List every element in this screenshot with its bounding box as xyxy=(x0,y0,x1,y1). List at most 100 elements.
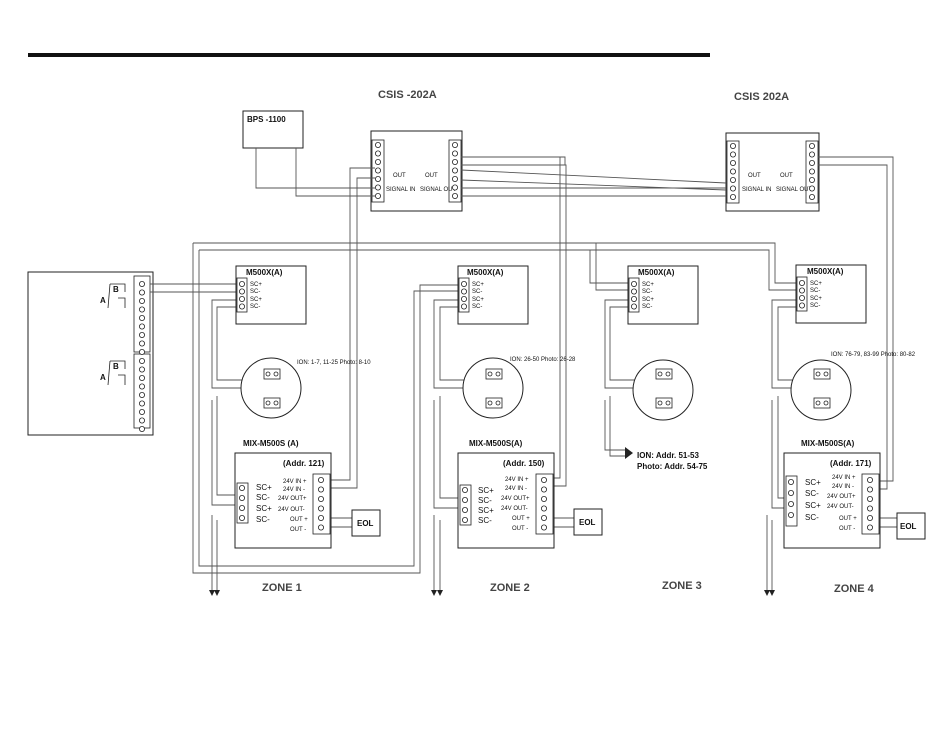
mix-zone2-sc1: SC+ xyxy=(478,486,494,495)
monitor3-terminal xyxy=(631,303,638,310)
csis-left-in-terminal xyxy=(374,175,381,182)
mix-zone1-sc1: SC+ xyxy=(256,483,272,492)
detector-base-terminal xyxy=(823,400,829,406)
csis-left-label: CSIS -202A xyxy=(378,89,437,101)
monitor-zone1-sc3: SC+ xyxy=(250,297,262,303)
detector-zone1-label: ION: 1-7, 11-25 Photo: 8-10 xyxy=(297,360,371,366)
eol-zone4-label: EOL xyxy=(900,522,917,531)
csis-right-out-b: OUT xyxy=(780,173,793,179)
mix-zone2-t4: OUT + xyxy=(512,516,530,522)
control-panel: A B A B xyxy=(27,271,154,436)
mix2-right-terminal xyxy=(541,476,548,483)
panel-upper-terminal xyxy=(138,306,145,313)
zone2-label: ZONE 2 xyxy=(490,582,530,594)
panel-lower-terminal xyxy=(138,383,145,390)
csis-left-out-terminal xyxy=(451,175,458,182)
mix-zone1-t1: 24V IN - xyxy=(283,487,305,493)
csis-left-signal-out: SIGNAL OUT xyxy=(420,187,456,193)
zone1-label: ZONE 1 xyxy=(262,582,302,594)
detector-base-terminal xyxy=(815,371,821,377)
detector-base-terminal xyxy=(265,400,271,406)
detector-base-terminal xyxy=(495,400,501,406)
mix4-right-terminal xyxy=(867,515,874,522)
csis-left-in-terminal xyxy=(374,167,381,174)
panel-upper-terminal xyxy=(138,331,145,338)
csis-right-out-a: OUT xyxy=(748,173,761,179)
zone4-label: ZONE 4 xyxy=(834,583,875,595)
terminal-screws xyxy=(138,141,874,531)
mix4-left-terminal xyxy=(788,489,795,496)
monitor4-terminal xyxy=(799,279,806,286)
monitor-zone4-sc4: SC- xyxy=(810,303,820,309)
mix1-right-terminal xyxy=(317,476,324,483)
mix-zone4-sc2: SC- xyxy=(805,489,819,498)
panel-upper-terminal xyxy=(138,348,145,355)
mix4-right-terminal xyxy=(867,486,874,493)
csis-right-out-terminal xyxy=(809,185,816,192)
csis-left-out-terminal xyxy=(451,184,458,191)
monitor2-terminal xyxy=(460,288,467,295)
detector-base-terminal xyxy=(265,371,271,377)
mix-zone2-t0: 24V IN + xyxy=(505,477,529,483)
mix-zone4-t3: 24V OUT- xyxy=(827,504,854,510)
mix1-right-terminal xyxy=(317,515,324,522)
monitor3-terminal xyxy=(631,288,638,295)
mix-zone1-t3: 24V OUT- xyxy=(278,507,305,513)
monitor1-terminal xyxy=(238,295,245,302)
mix2-left-terminal xyxy=(461,506,468,513)
panel-upper-terminal xyxy=(138,340,145,347)
mix-zone1: MIX-M500S (A) (Addr. 121) SC+ SC- SC+ SC… xyxy=(234,439,332,549)
csis-right-in-terminal xyxy=(730,151,737,158)
csis-left-signal-in: SIGNAL IN xyxy=(386,187,415,193)
panel-lower-terminal xyxy=(138,425,145,432)
mix-zone4-t2: 24V OUT+ xyxy=(827,494,856,500)
mix-zone2-t1: 24V IN - xyxy=(505,486,527,492)
mix-zone4-t0: 24V IN + xyxy=(832,475,856,481)
detector-zone1: ION: 1-7, 11-25 Photo: 8-10 xyxy=(240,357,371,419)
csis-left-out-terminal xyxy=(451,192,458,199)
mix2-right-terminal xyxy=(541,524,548,531)
mix2-right-terminal xyxy=(541,505,548,512)
csis-left-out-terminal xyxy=(451,150,458,157)
eol-zone1-label: EOL xyxy=(357,519,374,528)
mix2-left-terminal xyxy=(461,517,468,524)
eol-zone4: EOL xyxy=(896,512,926,540)
mix-zone4-addr: (Addr. 171) xyxy=(830,459,872,468)
detector-base-terminal xyxy=(657,400,663,406)
panel-lower-terminal xyxy=(138,357,145,364)
monitor2-terminal xyxy=(460,303,467,310)
monitor-zone4-sc3: SC+ xyxy=(810,296,822,302)
monitor-zone3-sc3: SC+ xyxy=(642,297,654,303)
monitor-zone2-sc1: SC+ xyxy=(472,282,484,288)
mix-zone4-sc3: SC+ xyxy=(805,501,821,510)
detector-base-terminal xyxy=(273,400,279,406)
monitor-zone4-sc1: SC+ xyxy=(810,281,822,287)
mix-zone2-t3: 24V OUT- xyxy=(501,506,528,512)
mix-zone1-sc3: SC+ xyxy=(256,504,272,513)
detector-zone2-label: ION: 26-50 Photo: 26-28 xyxy=(510,357,576,363)
monitor-zone3: M500X(A) SC+ SC- SC+ SC- xyxy=(627,265,699,325)
mix-zone2-sc3: SC+ xyxy=(478,506,494,515)
monitor2-terminal xyxy=(460,295,467,302)
mix-zone4-sc1: SC+ xyxy=(805,478,821,487)
csis-right-in-terminal xyxy=(730,142,737,149)
eol-zone1: EOL xyxy=(351,509,381,537)
mix4-left-terminal xyxy=(788,512,795,519)
mix-zone4-title: MIX-M500S(A) xyxy=(801,439,855,448)
monitor3-terminal xyxy=(631,280,638,287)
mix-zone4-t4: OUT + xyxy=(839,516,857,522)
mix4-right-terminal xyxy=(867,476,874,483)
mix-zone2-t5: OUT - xyxy=(512,526,528,532)
mix-zone4: MIX-M500S(A) (Addr. 171) SC+ SC- SC+ SC-… xyxy=(783,439,881,549)
panel-upper-terminal xyxy=(138,297,145,304)
csis-left-in-terminal xyxy=(374,158,381,165)
monitor4-terminal xyxy=(799,294,806,301)
monitor-zone3-title: M500X(A) xyxy=(638,268,675,277)
csis-left-in-terminal xyxy=(374,150,381,157)
wiring xyxy=(150,148,897,590)
mix4-right-terminal xyxy=(867,505,874,512)
mix-zone1-sc4: SC- xyxy=(256,515,270,524)
monitor4-terminal xyxy=(799,287,806,294)
detector-zone2: ION: 26-50 Photo: 26-28 xyxy=(462,357,576,419)
